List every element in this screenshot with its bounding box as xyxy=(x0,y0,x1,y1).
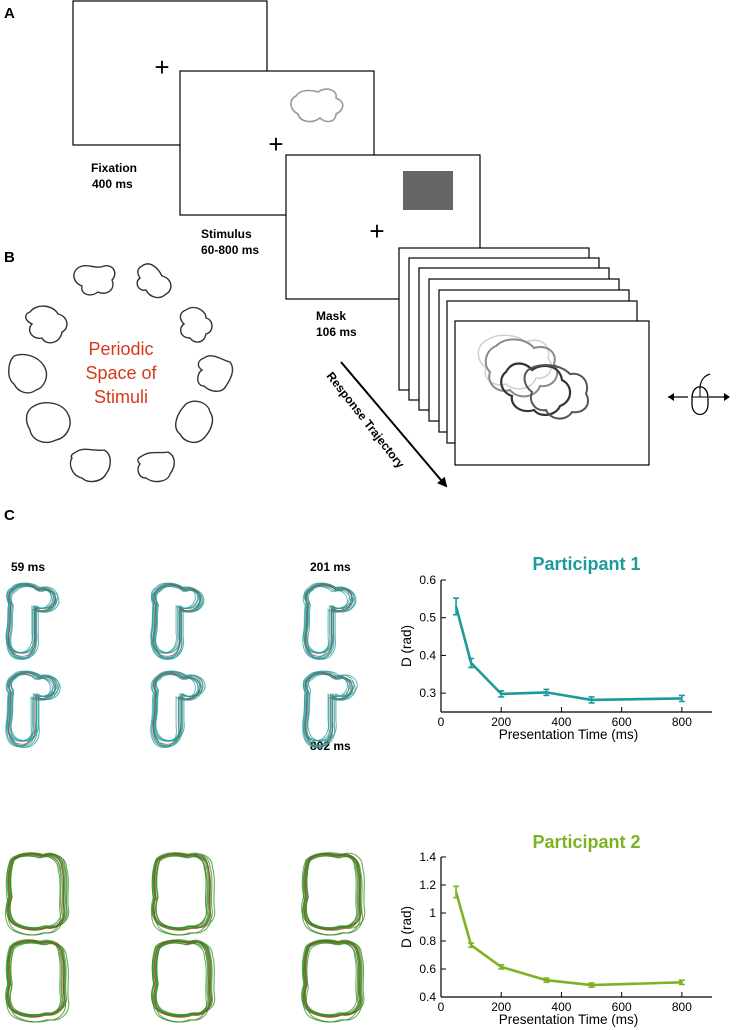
ring-shape xyxy=(197,355,234,392)
stimulus-space-label-line3: Stimuli xyxy=(94,387,148,407)
y-tick-label: 1 xyxy=(429,906,436,920)
ring-shape xyxy=(25,402,71,444)
caption-mask-duration: 106 ms xyxy=(316,325,357,339)
x-axis-label: Presentation Time (ms) xyxy=(499,1012,639,1027)
error-bar xyxy=(543,688,550,697)
stimulus-space-label: Periodic Space of Stimuli xyxy=(85,339,157,407)
response-trajectory-label: Response Trajectory xyxy=(324,369,408,471)
fixation-cross: + xyxy=(154,52,169,82)
reconstructed-shape xyxy=(150,670,206,748)
y-tick-label: 0.3 xyxy=(419,686,436,700)
mouse-icon xyxy=(668,373,730,416)
reconstructed-shape xyxy=(5,852,70,936)
stimulus-shape xyxy=(290,88,344,123)
mask-rectangle xyxy=(403,171,453,210)
response-shape-dark xyxy=(500,362,572,416)
x-tick-label: 800 xyxy=(672,715,692,729)
y-tick-label: 1.2 xyxy=(419,878,436,892)
panel-letter-b: B xyxy=(4,249,15,266)
x-tick-label: 200 xyxy=(491,715,511,729)
time-label-59ms: 59 ms xyxy=(11,560,45,574)
x-tick-label: 800 xyxy=(672,1000,692,1014)
caption-stimulus-duration: 60-800 ms xyxy=(201,243,259,257)
panel-letter-c: C xyxy=(4,507,15,524)
error-bar xyxy=(453,597,460,616)
error-bar xyxy=(453,885,460,899)
error-bar xyxy=(468,942,475,949)
ring-shape xyxy=(73,265,116,296)
stimulus-ring xyxy=(8,263,234,483)
x-tick-label: 400 xyxy=(551,1000,571,1014)
x-tick-label: 200 xyxy=(491,1000,511,1014)
reconstructed-shape xyxy=(5,582,60,660)
error-bar xyxy=(543,977,550,984)
shape-grid-participant-1 xyxy=(5,582,358,748)
chart-title: Participant 1 xyxy=(532,554,640,574)
series-line xyxy=(454,606,682,702)
reconstructed-shape xyxy=(150,582,205,660)
stimulus-space-label-line1: Periodic xyxy=(88,339,153,359)
response-frames xyxy=(398,247,650,466)
y-tick-label: 0.4 xyxy=(419,648,436,662)
x-tick-label: 400 xyxy=(551,715,571,729)
error-bar xyxy=(678,979,685,986)
error-bar xyxy=(498,690,505,698)
reconstructed-shape xyxy=(5,939,70,1023)
y-tick-label: 0.6 xyxy=(419,962,436,976)
response-arrow xyxy=(340,361,448,488)
chart-participant-1: 0.3 0.4 0.5 0.6 0 200 400 600 800 Participant 1 Pr… xyxy=(399,554,712,742)
error-bar xyxy=(588,982,595,989)
shape-grid-participant-2 xyxy=(5,852,366,1023)
y-tick-label: 0.4 xyxy=(419,990,436,1004)
stimulus-space-label-line2: Space of xyxy=(85,363,157,383)
error-bar xyxy=(678,694,685,703)
x-tick-label: 0 xyxy=(438,715,445,729)
caption-fixation-label: Fixation xyxy=(91,161,137,175)
x-tick-label: 0 xyxy=(438,1000,445,1014)
y-tick-label: 0.5 xyxy=(419,611,436,625)
series-line xyxy=(454,891,682,987)
error-bar xyxy=(588,696,595,704)
caption-stimulus-label: Stimulus xyxy=(201,227,252,241)
reconstructed-shape xyxy=(151,939,216,1023)
error-bar xyxy=(498,963,505,970)
time-label-201ms: 201 ms xyxy=(310,560,351,574)
mask-cross: + xyxy=(369,216,384,246)
y-tick-label: 0.8 xyxy=(419,934,436,948)
y-tick-label: 1.4 xyxy=(419,850,436,864)
reconstructed-shape xyxy=(151,852,216,936)
x-tick-label: 600 xyxy=(612,1000,632,1014)
ring-shape xyxy=(8,353,48,394)
ring-shape xyxy=(136,263,172,299)
caption-fixation-duration: 400 ms xyxy=(92,177,133,191)
y-axis-label: D (rad) xyxy=(399,906,414,948)
x-axis-label: Presentation Time (ms) xyxy=(499,727,639,742)
ring-shape xyxy=(175,400,214,444)
caption-mask-label: Mask xyxy=(316,309,346,323)
reconstructed-shape xyxy=(5,670,61,748)
stimulus-cross: + xyxy=(268,129,283,159)
reconstructed-shape xyxy=(301,939,365,1023)
error-bar xyxy=(468,657,475,669)
ring-shape xyxy=(69,448,111,483)
panel-letter-a: A xyxy=(4,5,15,22)
x-tick-label: 600 xyxy=(612,715,632,729)
reconstructed-shape xyxy=(302,582,357,660)
response-shape-darkest xyxy=(523,364,590,420)
ring-shape xyxy=(137,451,175,483)
reconstructed-shape xyxy=(302,670,358,748)
time-label-802ms: 802 ms xyxy=(310,739,351,753)
response-shape-mid xyxy=(484,338,559,398)
y-tick-label: 0.6 xyxy=(419,573,436,587)
chart-title: Participant 2 xyxy=(532,832,640,852)
chart-participant-2: 0.4 0.6 0.8 1 1.2 1.4 0 200 400 600 800 Participant… xyxy=(399,832,712,1027)
reconstructed-shape xyxy=(301,852,366,936)
ring-shape xyxy=(179,306,213,343)
y-axis-label: D (rad) xyxy=(399,625,414,667)
ring-shape xyxy=(25,305,68,344)
